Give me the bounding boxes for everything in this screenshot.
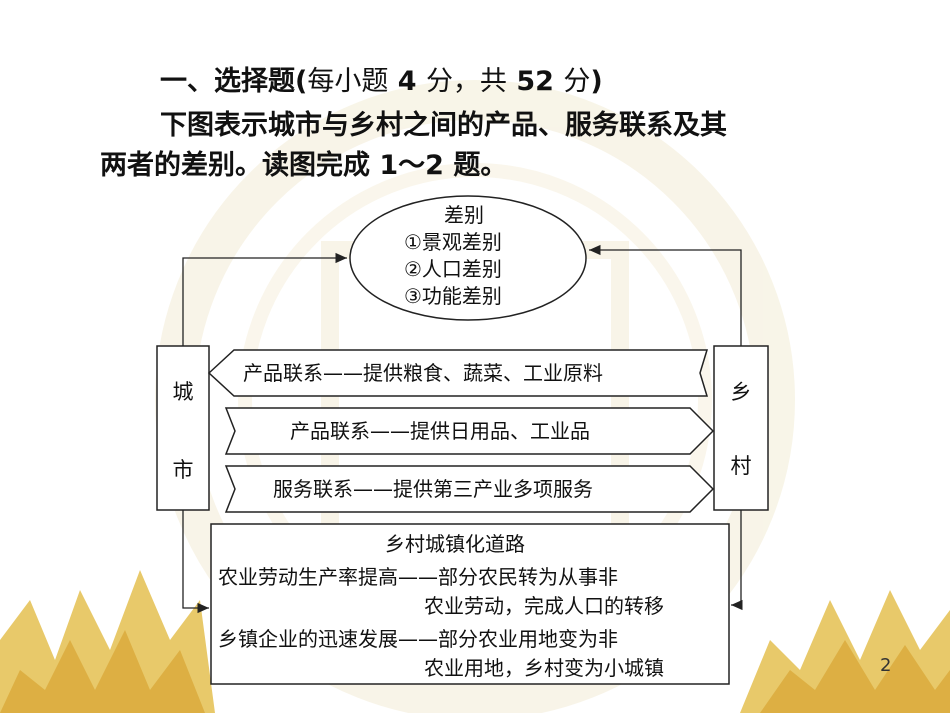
- paren-text-3: 分: [563, 66, 591, 97]
- score-each: 4: [388, 66, 426, 97]
- city-box: [156, 345, 210, 511]
- mountain-decoration: [0, 570, 950, 713]
- village-to-urbanization-arrow: [731, 510, 743, 611]
- link-label-3: 服务联系——提供第三产业多项服务: [273, 477, 593, 501]
- link-label-2: 产品联系——提供日用品、工业品: [290, 419, 590, 443]
- city-to-urbanization-arrow: [182, 510, 209, 614]
- link-label-1: 产品联系——提供粮食、蔬菜、工业原料: [243, 361, 603, 385]
- page-number: 2: [880, 655, 892, 676]
- urbanization-line-3: 乡镇企业的迅速发展——部分农业用地变为非: [218, 627, 618, 651]
- city-label-2: 市: [172, 458, 194, 482]
- difference-ellipse: [349, 195, 587, 321]
- village-box: [713, 345, 769, 511]
- difference-item-2: ②人口差别: [404, 257, 502, 281]
- urbanization-title: 乡村城镇化道路: [385, 532, 525, 556]
- link-arrow-2: [224, 407, 715, 455]
- village-label-1: 乡: [730, 380, 752, 404]
- city-to-ellipse-arrow: [182, 252, 347, 346]
- city-label-1: 城: [172, 380, 194, 404]
- difference-item-3: ③功能差别: [404, 284, 502, 308]
- question-heading: 一、选择题(每小题 4 分，共 52 分): [160, 62, 920, 102]
- paren-close: ): [590, 66, 603, 97]
- difference-item-1: ①景观差别: [404, 230, 502, 254]
- link-arrow-3: [224, 465, 715, 513]
- score-total: 52: [506, 66, 564, 97]
- paren-text-2: 分，共: [425, 66, 507, 97]
- urbanization-line-1: 农业劳动生产率提高——部分农民转为从事非: [218, 565, 618, 589]
- urbanization-line-4: 农业用地，乡村变为小城镇: [424, 656, 664, 680]
- link-arrow-1: [207, 349, 709, 397]
- intro-line-1: 下图表示城市与乡村之间的产品、服务联系及其: [160, 110, 727, 141]
- intro-line-2: 两者的差别。读图完成 1～2 题。: [100, 150, 508, 181]
- paren-open: (: [295, 66, 308, 97]
- section-title: 一、选择题: [160, 66, 295, 97]
- paren-text: 每小题: [307, 66, 389, 97]
- village-to-ellipse-arrow: [589, 244, 742, 346]
- urbanization-line-2: 农业劳动，完成人口的转移: [424, 594, 664, 618]
- urbanization-box: [210, 523, 730, 685]
- difference-title: 差别: [444, 203, 484, 227]
- village-label-2: 村: [730, 454, 752, 478]
